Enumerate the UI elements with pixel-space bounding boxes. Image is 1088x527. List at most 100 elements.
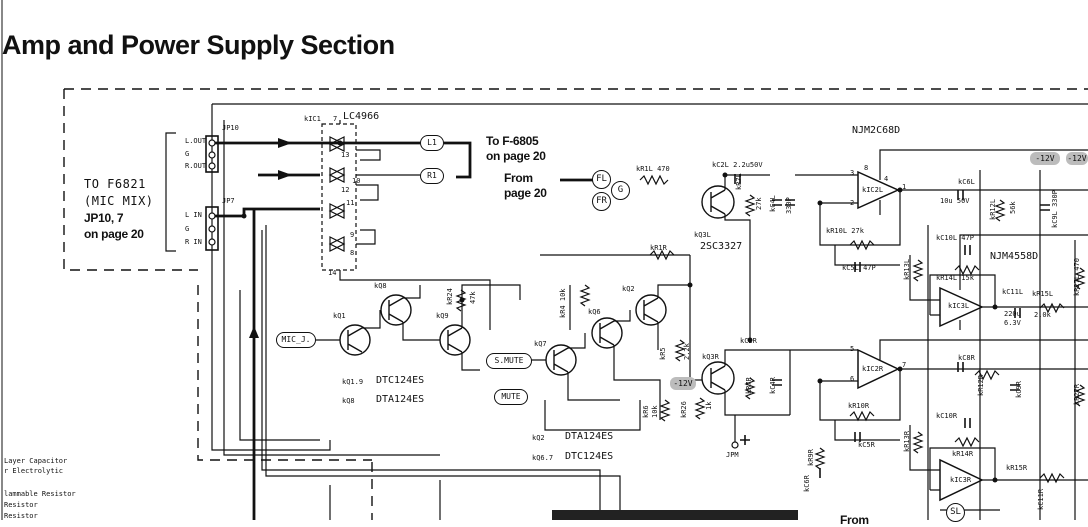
lc-pin-13: 13 [341,151,350,159]
jp10-label: JP10 [222,124,239,132]
kr5-label: kR5 [659,347,667,360]
net-s-mute: S.MUTE [486,353,532,369]
kr24-label: kR24 [446,288,454,305]
jp10-pin-lout: L.OUT [185,137,207,145]
r10k-label: 10k [651,405,659,418]
jpm-terminal [731,441,739,449]
legend-line-1: Layer Capacitor [4,457,68,465]
note4-part: DTC124ES [565,451,614,462]
kc11l-label: kC11L [1002,288,1024,296]
net-r1: R1 [420,168,444,184]
kr26-label: kR26 [680,401,688,418]
kc11r-label: kC11R [1037,488,1045,510]
ic-pin-4: 4 [884,175,889,183]
kr7l-label: kR7L [735,173,743,190]
net-l1: L1 [420,135,444,151]
switch-wiring [239,120,621,520]
lc-pin-8: 8 [350,249,355,257]
kc10l-label: kC10L 47P [936,234,974,242]
net-mute: MUTE [494,389,528,405]
kq8-label: kQ8 [374,282,387,290]
overlay-bar [552,510,798,520]
from-label: From [504,171,533,185]
legend-line-5: Resistor [4,512,38,520]
kc2r-label: kC2R [740,337,757,345]
arrow-marks [249,138,292,338]
r27k-label: 27k [755,197,763,210]
r1k-label: 1k [705,401,713,410]
resistor-symbols [455,174,1086,484]
transistor-symbols [339,185,735,395]
kr12l-label: kR12L [989,198,997,220]
connector-bracket [165,132,176,252]
kr12r-label: kR12R [977,374,985,396]
kc4l-label: kC4L [769,195,777,212]
jp10-block [205,135,219,173]
net-fl: FL [592,170,611,189]
from-bottom-label: From [840,513,869,527]
kr7r-label: kR7R [745,377,753,394]
note2-ref: kQ8 [342,397,355,405]
lc-pin-9: 9 [350,231,355,239]
kr13r-label: kR13R [903,430,911,452]
to-f6805-page: on page 20 [486,149,546,163]
ic-pin-2: 2 [850,199,855,207]
kc5r-label: kC5R [858,441,875,449]
kr15l-label: kR15L [1032,290,1054,298]
kc2l-label: kC2L 2.2u50V [712,161,763,169]
ic-pin-1: 1 [902,183,907,191]
kr10l-label: kR10L 27k [826,227,864,235]
ic-pin-7: 7 [902,361,907,369]
net-minus12v-a: -12V [670,377,696,390]
ic-pin-6: 6 [850,375,855,383]
c10u50v-label: 10u 50V [940,197,970,205]
r2-2k-label: 2.2k [683,343,691,360]
legend-line-2: r Electrolytic [4,467,64,475]
note3-ref: kQ2 [532,434,545,442]
r2-0k-label: 2.0k [1034,311,1051,319]
note2-part: DTA124ES [376,394,425,405]
kr10r-label: kR10R [848,402,870,410]
capacitor-symbols [734,174,1050,478]
kc8r-label: kC8R [958,354,975,362]
lc-pin-11: 11 [346,199,355,207]
mic-mix-label: (MIC MIX) [84,194,154,208]
from-page: page 20 [504,186,547,200]
lc-pin-14: 14 [328,269,337,277]
kq3r-label: kQ3R [702,353,719,361]
r56k-label: 56k [1009,201,1017,214]
lc4966-part: LC4966 [343,111,380,122]
kc5l-label: kC5L 47P [842,264,876,272]
kic3r-label: kIC3R [950,476,972,484]
kr9r-label: kR9R [807,449,815,466]
jp7-label: JP7 [222,197,235,205]
net-jpm: JPM [726,451,739,459]
ic-pin-3: 3 [850,169,855,177]
net-g: G [611,181,630,200]
note3-part: DTA124ES [565,431,614,442]
thick-signal-lines [215,141,600,520]
dashed-board-outline [63,88,1088,520]
r47k-label: 47k [469,291,477,304]
legend-line-3: lammable Resistor [4,490,76,498]
jp7-block [205,206,219,251]
njm4558-part: NJM4558D [990,251,1039,262]
kr1l-label: kR1L 470 [636,165,670,173]
kq1-label: kQ1 [333,312,346,320]
opamp-wiring [789,149,1088,520]
note1-part: DTC124ES [376,375,425,386]
njm2068-part: NJM2C68D [852,125,901,136]
kc9r-label: kC9R [1015,381,1023,398]
connector-pins [208,139,216,246]
board-frame [211,103,1088,456]
kc6r-label: kC6R [803,475,811,492]
legend-line-4: Resistor [4,501,38,509]
to-f6805-label: To F-6805 [486,134,539,148]
c330p-label: 330P [785,197,793,214]
lc-pin-10: 10 [352,177,361,185]
kc4r-label: kC4R [769,377,777,394]
jp7-pin-rin: R IN [185,238,202,246]
kr15r-label: kR15R [1006,464,1028,472]
jp-ref-page: on page 20 [84,227,144,241]
jp10-pin-g: G [185,150,190,158]
